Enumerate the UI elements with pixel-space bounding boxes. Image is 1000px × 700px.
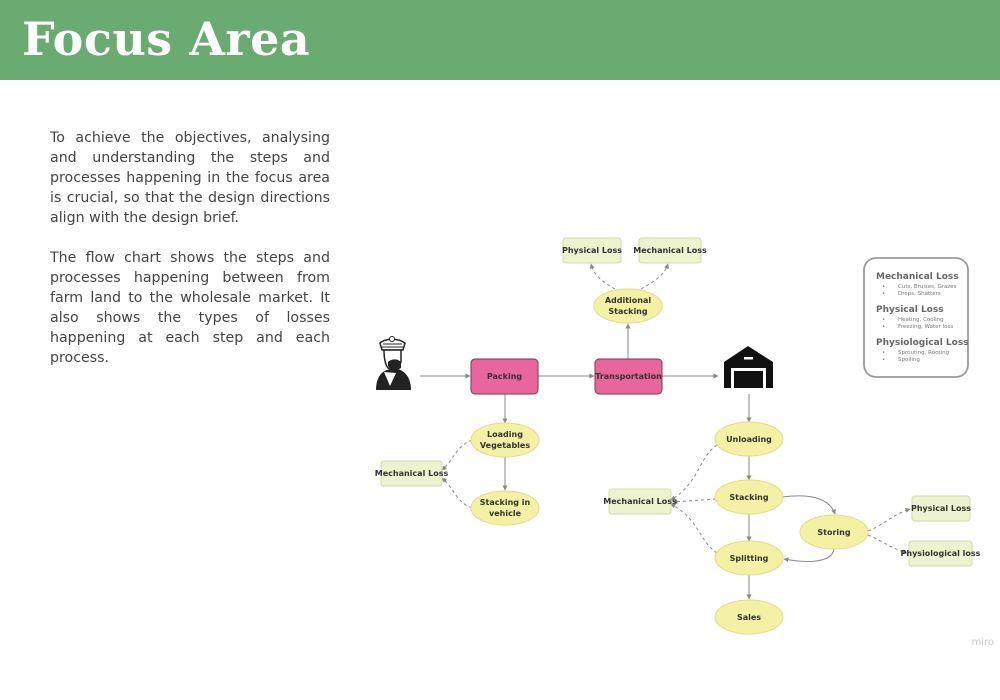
- page-title: Focus Area: [22, 12, 311, 66]
- arrow-stacking-mechloss: [672, 498, 717, 505]
- legend-title-mechanical: Mechanical Loss: [876, 272, 959, 282]
- header-banner: Focus Area: [0, 0, 1000, 80]
- arrow-storing-physical: [867, 508, 911, 532]
- arrow-splitting-mechloss: [670, 503, 718, 554]
- loss-mechanical-top: Mechanical Loss: [633, 237, 707, 264]
- label-additional: Additional: [605, 296, 652, 305]
- legend-bullet: •: [882, 284, 885, 290]
- label-stacking-in: Stacking in: [480, 498, 531, 507]
- label-packing: Packing: [487, 372, 523, 381]
- label-stacking-sub: Stacking: [608, 307, 647, 316]
- label-physical-loss-top: Physical Loss: [562, 246, 622, 255]
- intro-text: To achieve the objectives, analysing and…: [50, 128, 330, 388]
- node-stacking: Stacking: [714, 479, 784, 515]
- label-mechanical-loss-left: Mechanical Loss: [375, 469, 449, 478]
- legend-bullet: •: [882, 357, 885, 363]
- arrow-unloading-mechloss: [670, 444, 718, 501]
- node-loading-vegetables: Loading Vegetables: [470, 422, 540, 458]
- legend-item-mechanical-1: Cuts, Bruises, Grazes: [898, 284, 957, 290]
- warehouse-icon: [724, 346, 773, 388]
- legend-item-mechanical-2: Drops, Shatters: [898, 291, 941, 297]
- label-physiological-loss-right: Physiological loss: [901, 549, 981, 558]
- legend-item-physical-2: Freezing, Water loss: [898, 324, 953, 330]
- arrow-storing-splitting: [783, 548, 835, 563]
- farmer-icon: [376, 336, 411, 390]
- label-vehicle: vehicle: [489, 509, 522, 518]
- label-loading: Loading: [487, 430, 523, 439]
- intro-paragraph-1: To achieve the objectives, analysing and…: [50, 130, 330, 226]
- arrow-loading-mechanical: [441, 439, 473, 471]
- label-physical-loss-right: Physical Loss: [911, 504, 971, 513]
- intro-paragraph-2: The flow chart shows the steps and proce…: [50, 250, 330, 366]
- node-additional-stacking: Additional Stacking: [593, 288, 663, 324]
- arrow-additional-mechanical: [640, 263, 669, 290]
- legend-item-physiological-1: Sprouting, Rooting: [898, 350, 949, 356]
- arrow-additional-physical: [589, 263, 616, 290]
- label-transportation: Transportation: [595, 372, 662, 381]
- arrow-stacking-storing: [781, 495, 836, 515]
- legend-box: Mechanical Loss • Cuts, Bruises, Grazes …: [863, 257, 969, 378]
- loss-physical-top: Physical Loss: [562, 237, 622, 264]
- loss-mechanical-market: Mechanical Loss: [603, 488, 677, 515]
- legend-bullet: •: [882, 324, 885, 330]
- loss-physical-right: Physical Loss: [911, 495, 971, 522]
- legend-item-physical-1: Heating, Cooling: [898, 317, 944, 323]
- node-stacking-in-vehicle: Stacking in vehicle: [470, 490, 540, 526]
- node-packing: Packing: [470, 358, 539, 395]
- node-splitting: Splitting: [714, 540, 784, 576]
- label-sales: Sales: [737, 613, 761, 622]
- legend-item-physiological-2: Spoiling: [898, 357, 920, 363]
- node-storing: Storing: [799, 514, 869, 550]
- node-sales: Sales: [714, 599, 784, 635]
- node-unloading: Unloading: [714, 421, 784, 457]
- label-splitting: Splitting: [730, 554, 769, 563]
- legend-bullet: •: [882, 350, 885, 356]
- label-mechanical-loss-market: Mechanical Loss: [603, 497, 677, 506]
- connectors: [420, 263, 911, 600]
- miro-watermark: miro: [971, 637, 994, 648]
- legend-title-physical: Physical Loss: [876, 305, 944, 315]
- legend-bullet: •: [882, 291, 885, 297]
- label-storing: Storing: [817, 528, 850, 537]
- label-stacking: Stacking: [729, 493, 768, 502]
- legend-bullet: •: [882, 317, 885, 323]
- loss-mechanical-left: Mechanical Loss: [375, 460, 449, 487]
- legend-title-physiological: Physiological Loss: [876, 338, 969, 348]
- label-mechanical-loss-top: Mechanical Loss: [633, 246, 707, 255]
- loss-physiological-right: Physiological loss: [901, 540, 981, 567]
- label-unloading: Unloading: [726, 435, 772, 444]
- node-transportation: Transportation: [594, 358, 663, 395]
- label-vegetables: Vegetables: [480, 441, 530, 450]
- arrow-stacking-mechanical: [441, 477, 473, 509]
